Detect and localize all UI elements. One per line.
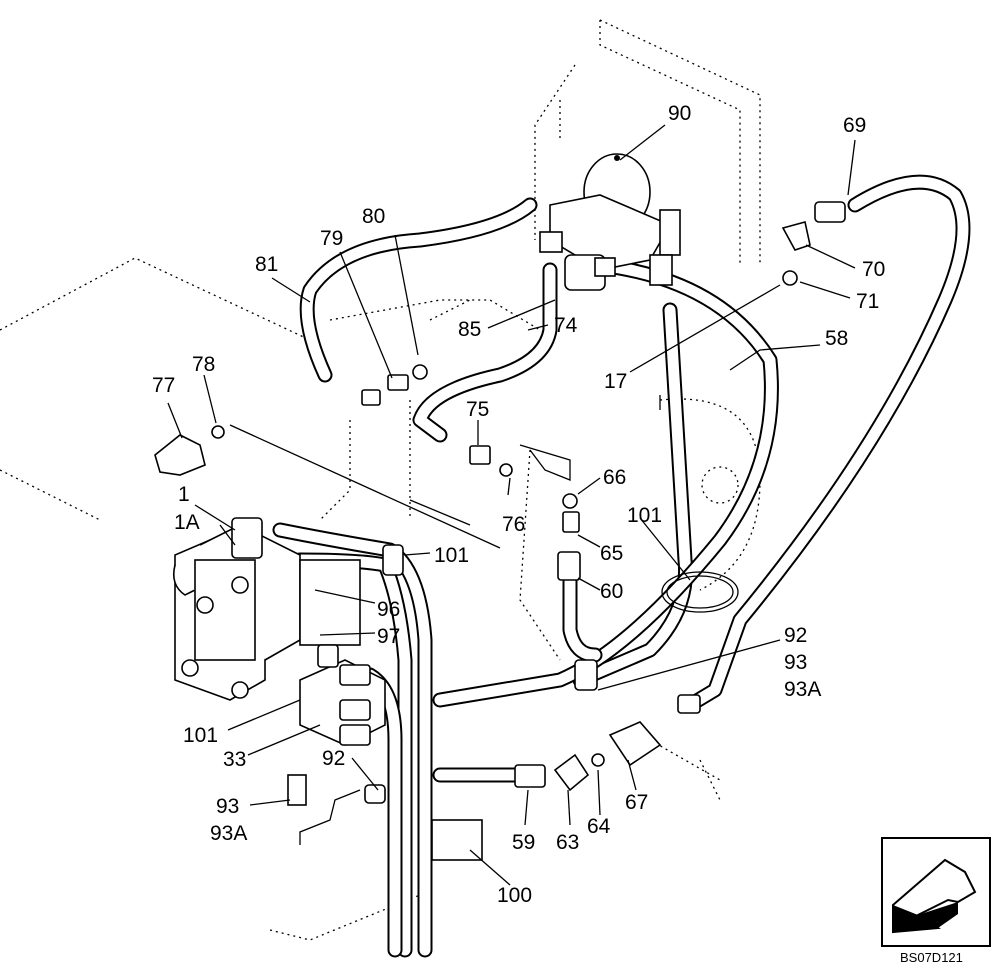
- callout-64: 64: [587, 815, 611, 838]
- valve-33: [299, 644, 386, 746]
- callout-101-left: 101: [434, 544, 469, 567]
- clamps: [364, 544, 598, 804]
- callout-1: 1: [178, 483, 190, 506]
- callout-66: 66: [603, 466, 626, 489]
- callout-90: 90: [668, 102, 691, 125]
- callout-17: 17: [604, 370, 627, 393]
- callout-76: 76: [502, 513, 525, 536]
- callout-71: 71: [856, 290, 879, 313]
- callout-85: 85: [458, 318, 481, 341]
- callouts: 90 69 80 79 81 70 71 58 85 74 17 78 77 7…: [152, 102, 885, 907]
- callout-77: 77: [152, 374, 175, 397]
- direction-arrow-box: [881, 837, 991, 947]
- callout-78: 78: [192, 353, 215, 376]
- callout-97: 97: [377, 625, 400, 648]
- frame-outline: [0, 19, 761, 941]
- callout-81: 81: [255, 253, 278, 276]
- figure-code: BS07D121: [900, 950, 963, 965]
- callout-58: 58: [825, 327, 848, 350]
- callout-74: 74: [554, 314, 578, 337]
- callout-60: 60: [600, 580, 623, 603]
- callout-33: 33: [223, 748, 246, 771]
- callout-101-top: 101: [627, 504, 662, 527]
- callout-63: 63: [556, 831, 579, 854]
- callout-93-right: 93: [784, 651, 807, 674]
- callout-101-bottom: 101: [183, 724, 218, 747]
- callout-79: 79: [320, 227, 343, 250]
- callout-59: 59: [512, 831, 535, 854]
- arrow-icon: [893, 902, 958, 932]
- callout-80: 80: [362, 205, 385, 228]
- valve-block-85: [539, 194, 681, 291]
- callout-65: 65: [600, 542, 623, 565]
- leader-lines: [167, 124, 856, 886]
- fittings: [154, 201, 846, 861]
- callout-93A-right: 93A: [784, 678, 821, 701]
- callout-1A: 1A: [174, 511, 200, 534]
- callout-75: 75: [466, 398, 489, 421]
- callout-93A-left: 93A: [210, 822, 247, 845]
- valve-assembly-1: [172, 517, 361, 701]
- callout-92-right: 92: [784, 624, 807, 647]
- callout-100: 100: [497, 884, 532, 907]
- callout-67: 67: [625, 791, 648, 814]
- callout-93-left: 93: [216, 795, 239, 818]
- callout-96: 96: [377, 598, 400, 621]
- callout-92-left: 92: [322, 747, 345, 770]
- callout-70: 70: [862, 258, 885, 281]
- callout-69: 69: [843, 114, 866, 137]
